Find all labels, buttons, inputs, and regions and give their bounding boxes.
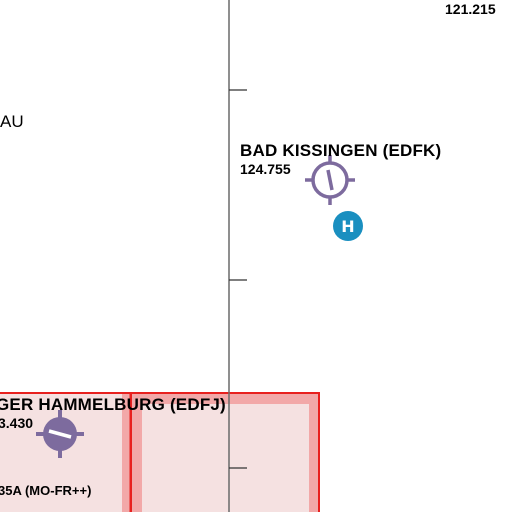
- heliport-icon[interactable]: H: [333, 211, 363, 241]
- airport-name-hammelburg[interactable]: GER HAMMELBURG (EDFJ): [0, 395, 226, 414]
- airport-frequency-hammelburg: 3.430: [0, 415, 34, 431]
- meridian-line: [228, 0, 247, 512]
- airfield-icon[interactable]: [36, 410, 84, 458]
- airfield-icon[interactable]: [305, 155, 355, 205]
- restricted-area-left: [0, 392, 133, 512]
- airspace-remark-hammelburg: 35A (MO-FR++): [0, 483, 92, 498]
- restricted-area-right: [132, 392, 320, 512]
- place-label: AU: [0, 112, 24, 131]
- frequency-label: 121.215: [445, 1, 496, 17]
- airport-name-bad-kissingen[interactable]: BAD KISSINGEN (EDFK): [240, 141, 442, 160]
- airport-frequency-bad-kissingen: 124.755: [240, 161, 291, 177]
